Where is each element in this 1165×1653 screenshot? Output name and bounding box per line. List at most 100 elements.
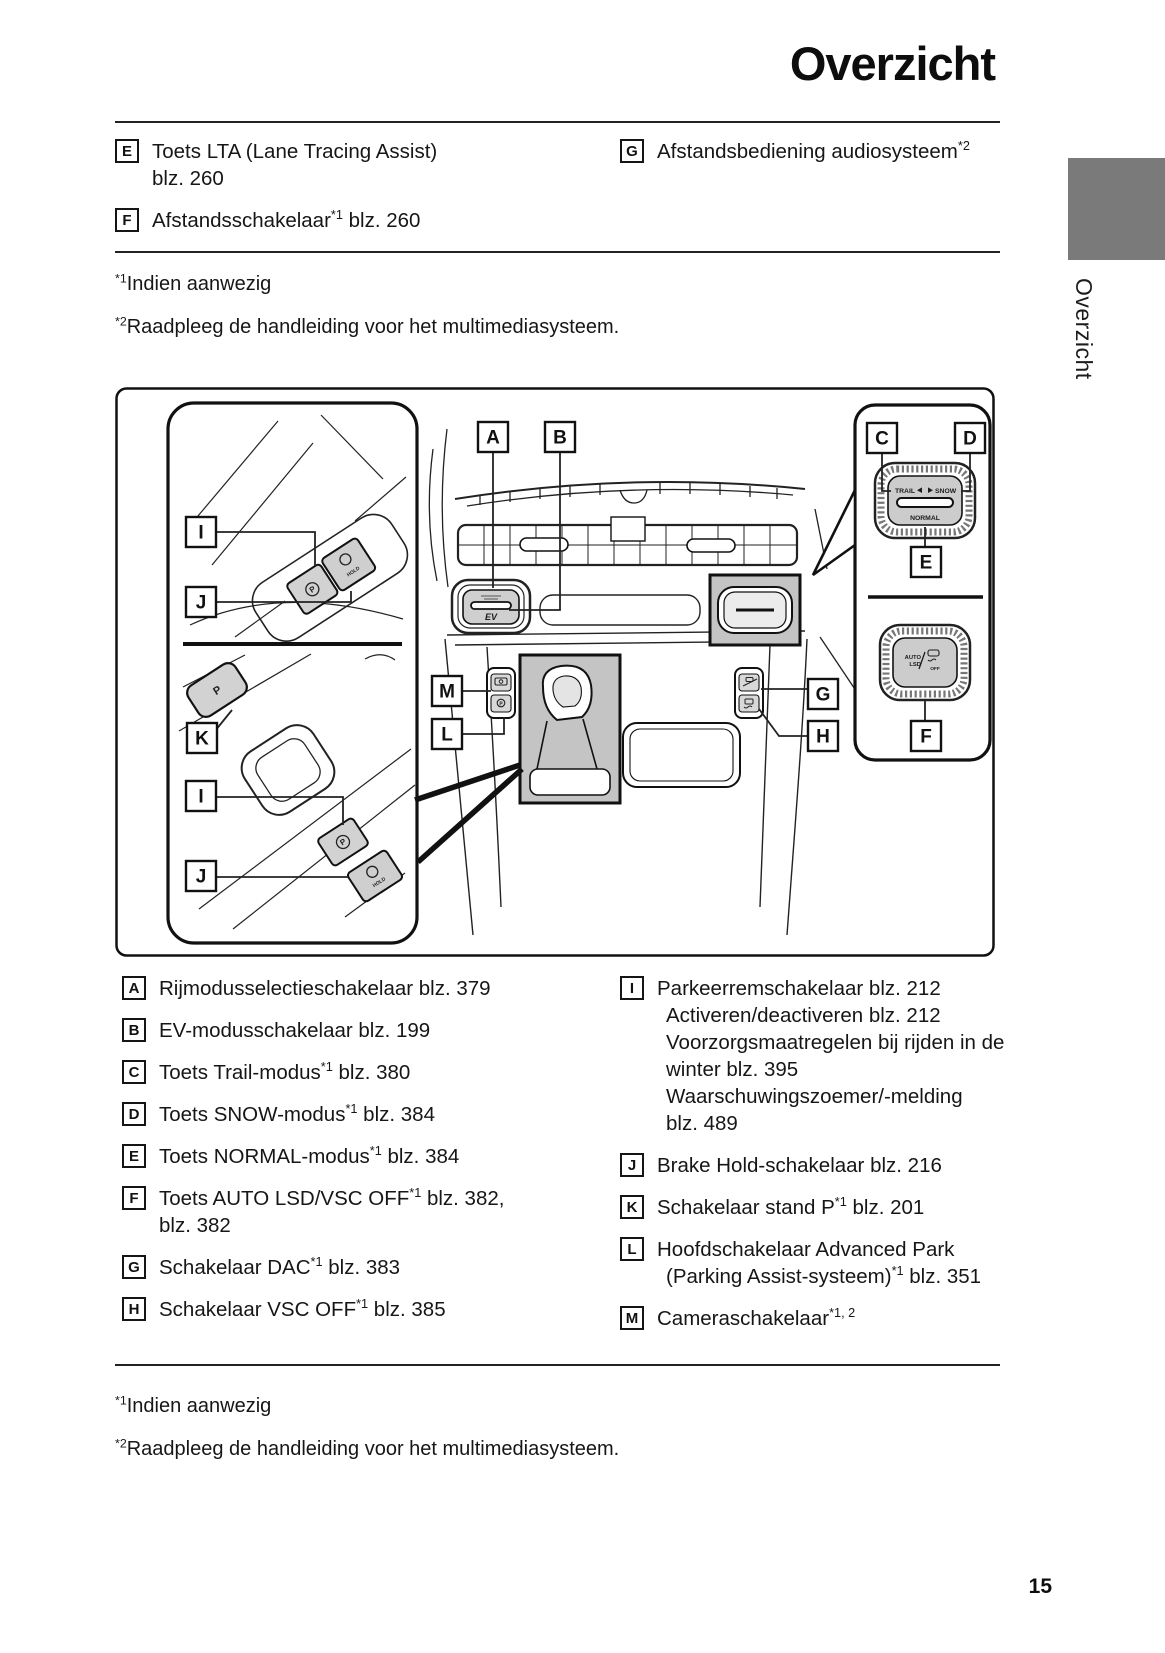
legend-letter-L: L [620,1237,644,1261]
legend-item-H: H Schakelaar VSC OFF*1 blz. 385 [122,1296,504,1323]
callout-I1: I [184,515,218,549]
legend-item-L: L Hoofdschakelaar Advanced Park(Parking A… [620,1236,1004,1290]
svg-text:J: J [196,867,207,888]
svg-text:C: C [875,429,889,450]
console-diagram: P HOLD P [115,387,995,957]
legend-text: Toets NORMAL-modus*1 blz. 384 [159,1143,460,1168]
svg-text:I: I [198,787,203,808]
divider-before-footnotes [115,1364,1000,1366]
shifter-area [518,653,622,805]
center-console: P [414,653,808,865]
callout-F: F [909,719,943,753]
callout-I2: I [184,779,218,813]
mode-dial-inset: TRAIL SNOW NORMAL AUTO LSD [811,403,992,762]
legend-letter-H: H [122,1297,146,1321]
legend-text: Rijmodusselectieschakelaar blz. 379 [159,977,491,1000]
callout-J2: J [184,859,218,893]
chapter-tab-label: Overzicht [1071,278,1097,380]
off-label: OFF [930,666,940,672]
callout-M: M [430,674,464,708]
legend-text: Schakelaar VSC OFF*1 blz. 385 [159,1296,446,1321]
footnote: *2Raadpleeg de handleiding voor het mult… [115,314,620,338]
parking-brake-switch-2: P [317,817,369,867]
shift-knob-top-view [240,724,336,816]
legend-text: Hoofdschakelaar Advanced Park(Parking As… [657,1238,982,1288]
advanced-park-icon: P [496,698,506,708]
auto-label: AUTO [905,655,922,661]
chapter-tab-marker [1068,158,1165,260]
lsd-label: LSD [909,662,921,668]
svg-text:K: K [195,729,209,750]
callout-L: L [430,717,464,751]
svg-text:P: P [338,836,348,847]
parking-brake-icon: P [305,582,320,597]
highlighted-mode-dial [708,573,802,647]
svg-text:H: H [816,727,830,748]
legend-letter-E: E [122,1144,146,1168]
advanced-park-switch [490,694,512,713]
legend-letter-K: K [620,1195,644,1219]
footnotes-bottom: *1Indien aanwezig*2Raadpleeg de handleid… [115,1392,619,1478]
dashboard: EV [428,428,896,936]
footnote: *1Indien aanwezig [115,1393,272,1417]
callout-G: G [806,677,840,711]
legend-item-D: D Toets SNOW-modus*1 blz. 384 [122,1101,504,1128]
divider-after-top-legend [115,251,1000,253]
drive-mode-dial: EV [450,578,532,635]
arrow-left-icon [917,487,922,493]
legend-letter-C: C [122,1060,146,1084]
auto-lsd-vsc-dial: AUTO LSD OFF [878,623,972,702]
svg-text:E: E [920,553,933,574]
brake-hold-switch-2: HOLD [346,849,404,903]
legend-text: Schakelaar stand P*1 blz. 201 [657,1194,925,1219]
page-number: 15 [1028,1575,1052,1598]
legend-letter-F: F [122,1186,146,1210]
legend-letter-B: B [122,1018,146,1042]
legend-letter-D: D [122,1102,146,1126]
legend-letter-I: I [620,976,644,1000]
divider-top [115,121,1000,123]
p-position-switch: P [186,662,248,718]
legend-letter-G: G [620,139,644,163]
page-title: Overzicht [789,37,996,90]
legend-item-K: K Schakelaar stand P*1 blz. 201 [620,1194,1004,1221]
svg-text:M: M [439,682,455,703]
legend-letter-M: M [620,1306,644,1330]
camera-park-switch-panel: P [486,667,516,719]
svg-text:A: A [486,428,500,449]
snow-label: SNOW [935,488,957,495]
inset-pointer [811,489,857,577]
footnotes-top: *1Indien aanwezig *2Raadpleeg de handleid… [115,270,619,356]
svg-text:D: D [963,429,977,450]
legend-letter-E: E [115,139,139,163]
cup-holder [622,722,741,788]
slash-icon [918,651,926,670]
footnote: *1Indien aanwezig [115,271,272,295]
legend-text: Toets SNOW-modus*1 blz. 384 [159,1101,435,1126]
vent-grille [456,516,799,567]
svg-text:J: J [196,593,207,614]
ev-label: EV [485,612,498,622]
svg-text:F: F [920,727,932,748]
callout-K: K [185,721,219,755]
legend-letter-F: F [115,208,139,232]
dac-icon [742,677,758,687]
callout-A: A [476,420,510,454]
callout-arrow [414,762,524,865]
svg-text:P: P [499,702,503,708]
camera-icon [494,677,508,686]
legend-text: Brake Hold-schakelaar blz. 216 [657,1154,942,1177]
